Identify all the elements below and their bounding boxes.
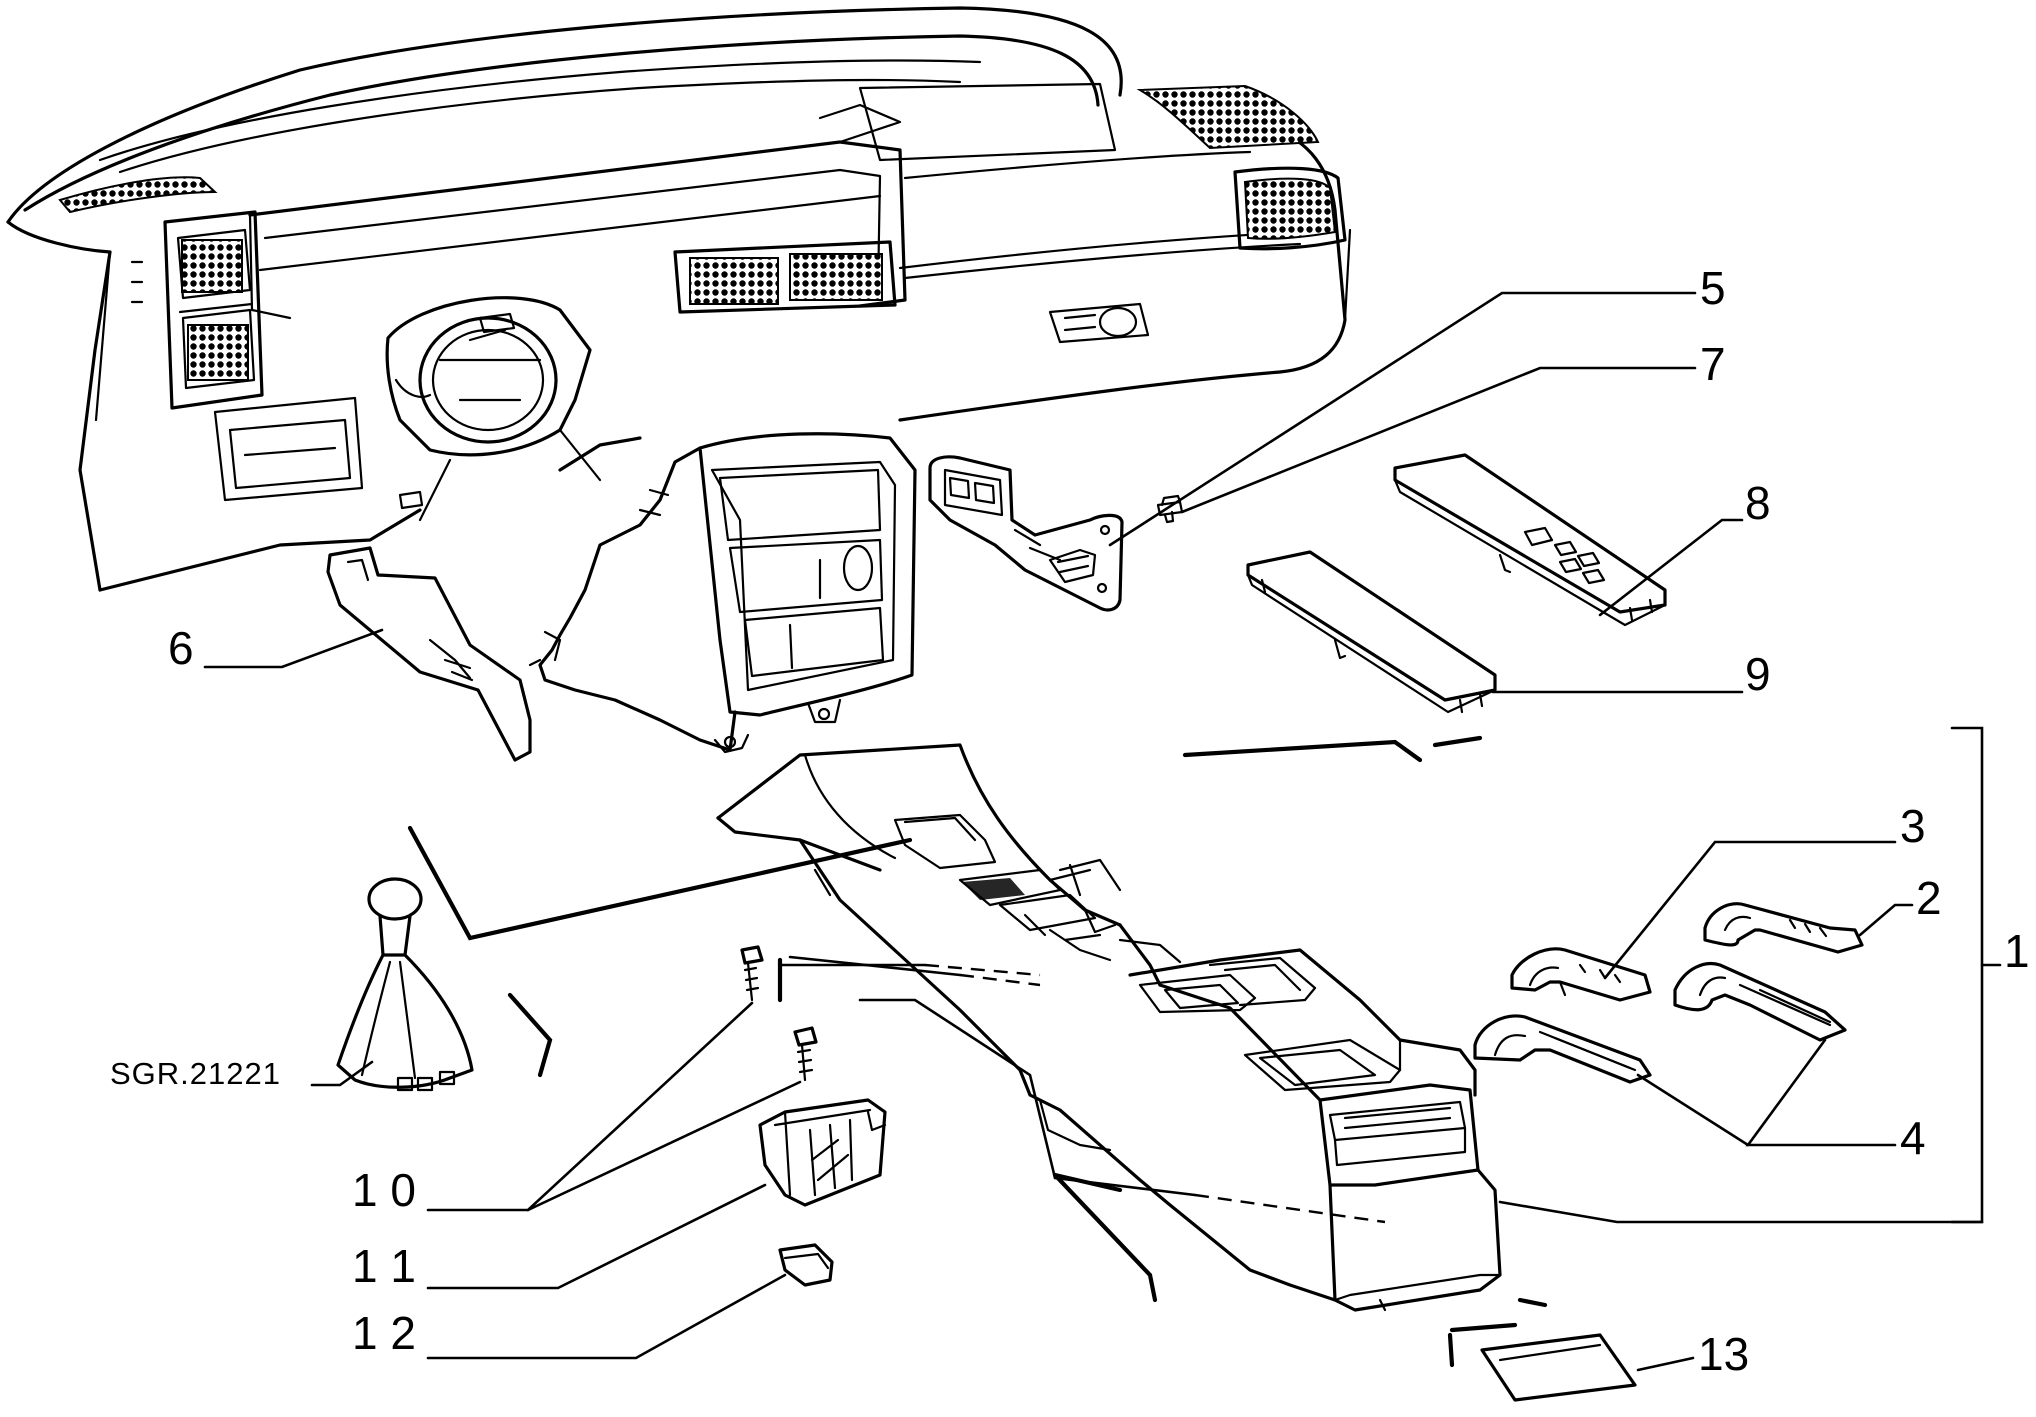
callout-7: 7	[1700, 338, 1726, 390]
air-vent-center	[689, 253, 883, 305]
part-5-switch-panel	[928, 455, 1124, 612]
callout-4: 4	[1900, 1112, 1926, 1164]
part-12-clip	[778, 1243, 834, 1287]
reference-code: SGR.21221	[110, 1056, 281, 1091]
part-8-switch-cover	[1393, 453, 1667, 627]
air-vent-left	[181, 239, 249, 381]
part-13-cover-plate	[1480, 1333, 1637, 1402]
callout-3: 3	[1900, 800, 1926, 852]
leader-lines	[203, 291, 2002, 1372]
part-4-bracket-lower	[1473, 1014, 1652, 1084]
console-inner-edges	[1023, 863, 1092, 937]
callout-2: 2	[1916, 872, 1942, 924]
callout-9: 9	[1745, 648, 1771, 700]
callout-11: 1 1	[352, 1240, 416, 1292]
gear-shift-boot	[336, 877, 474, 1092]
dashboard-panel	[6, 6, 1352, 592]
air-vent-right	[1243, 177, 1337, 240]
part-1-center-console	[716, 743, 1502, 1312]
defroster-grille-left	[58, 176, 218, 214]
assembly-dashed-lines	[778, 955, 1386, 1224]
callout-12: 1 2	[352, 1307, 416, 1359]
part-10-screw-lower	[793, 1026, 818, 1082]
callout-1: 1	[2004, 925, 2030, 977]
part-3-bracket	[1510, 947, 1652, 1002]
part-4-bracket-upper	[1673, 962, 1847, 1042]
callout-8: 8	[1745, 477, 1771, 529]
part-11-vent-grille	[758, 1098, 887, 1207]
defroster-grille-right	[1136, 84, 1320, 150]
part-9-blank-cover	[1246, 550, 1497, 714]
callout-6: 6	[168, 622, 194, 674]
callout-5: 5	[1700, 262, 1726, 314]
center-fascia-panel	[528, 432, 917, 754]
callout-13: 13	[1698, 1328, 1749, 1380]
part-6-lower-trim-panel	[326, 546, 532, 762]
callout-10: 1 0	[352, 1164, 416, 1216]
part-10-screw-upper	[740, 945, 764, 1002]
part-2-bracket	[1703, 902, 1864, 954]
